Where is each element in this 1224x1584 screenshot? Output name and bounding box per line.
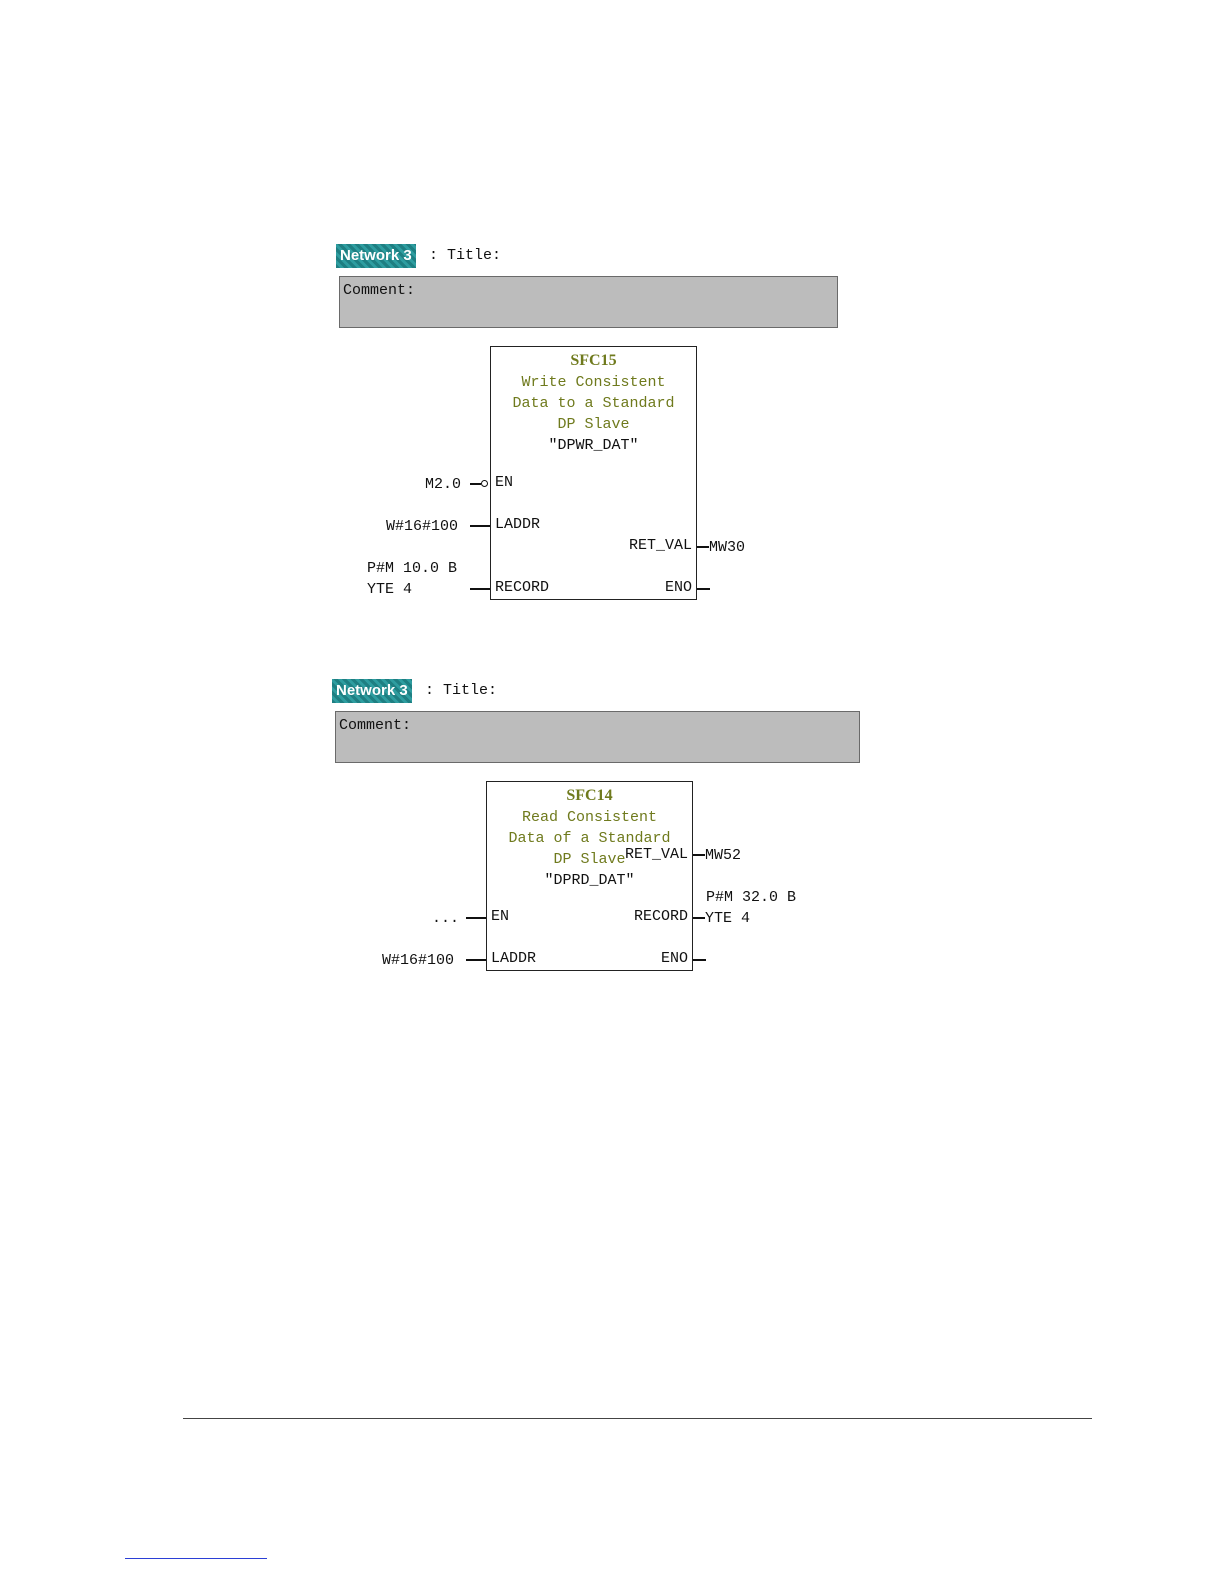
pin-laddr: LADDR (495, 516, 541, 533)
network-label[interactable]: Network 3 (332, 679, 412, 703)
network-comment-box[interactable]: Comment: (339, 276, 838, 328)
wire (470, 483, 481, 485)
function-block-sfc15[interactable]: SFC15 Write Consistent Data to a Standar… (490, 346, 697, 600)
network-title[interactable]: : Title: (425, 682, 498, 699)
network-label[interactable]: Network 3 (336, 244, 416, 268)
network-comment-box[interactable]: Comment: (335, 711, 860, 763)
wire (470, 525, 490, 527)
block-description-line-2: Data of a Standard (508, 830, 671, 847)
pin-eno: ENO (664, 579, 692, 596)
comment-label: Comment: (339, 717, 412, 734)
footer-divider (183, 1418, 1092, 1419)
wire (693, 959, 706, 961)
pin-laddr: LADDR (491, 950, 537, 967)
operand-record-line-1[interactable]: P#M 10.0 B (367, 560, 458, 577)
wire (466, 917, 486, 919)
block-description-line-1: Write Consistent (521, 374, 666, 391)
pin-ret-val: RET_VAL (628, 537, 692, 554)
operand-en[interactable]: M2.0 (425, 476, 462, 493)
block-description-line-1: Read Consistent (521, 809, 658, 826)
operand-laddr[interactable]: W#16#100 (386, 518, 459, 535)
wire (470, 588, 490, 590)
operand-ret-val[interactable]: MW30 (709, 539, 746, 556)
wire (693, 917, 705, 919)
operand-laddr[interactable]: W#16#100 (382, 952, 455, 969)
block-symbol: "DPRD_DAT" (544, 872, 635, 889)
block-description-line-3: DP Slave (557, 416, 630, 433)
network-title[interactable]: : Title: (429, 247, 502, 264)
block-symbol: "DPWR_DAT" (548, 437, 639, 454)
pin-record: RECORD (633, 908, 688, 925)
wire (693, 854, 705, 856)
operand-record-line-2[interactable]: YTE 4 (705, 910, 751, 927)
function-block-sfc14[interactable]: SFC14 Read Consistent Data of a Standard… (486, 781, 693, 971)
operand-record-line-1[interactable]: P#M 32.0 B (706, 889, 797, 906)
pin-en: EN (495, 474, 514, 491)
operand-en[interactable]: ... (432, 910, 460, 927)
wire (466, 959, 486, 961)
pin-eno: ENO (660, 950, 688, 967)
pin-en: EN (491, 908, 510, 925)
footnote-link-underline (125, 1558, 267, 1559)
pin-ret-val: RET_VAL (624, 846, 688, 863)
pin-record: RECORD (495, 579, 550, 596)
wire (697, 546, 709, 548)
block-description-line-2: Data to a Standard (512, 395, 675, 412)
block-description-line-3: DP Slave (553, 851, 626, 868)
operand-ret-val[interactable]: MW52 (705, 847, 742, 864)
operand-record-line-2[interactable]: YTE 4 (367, 581, 413, 598)
block-name: SFC15 (570, 352, 617, 369)
wire (697, 588, 710, 590)
block-name: SFC14 (566, 787, 613, 804)
comment-label: Comment: (343, 282, 416, 299)
negation-circle (481, 480, 488, 487)
